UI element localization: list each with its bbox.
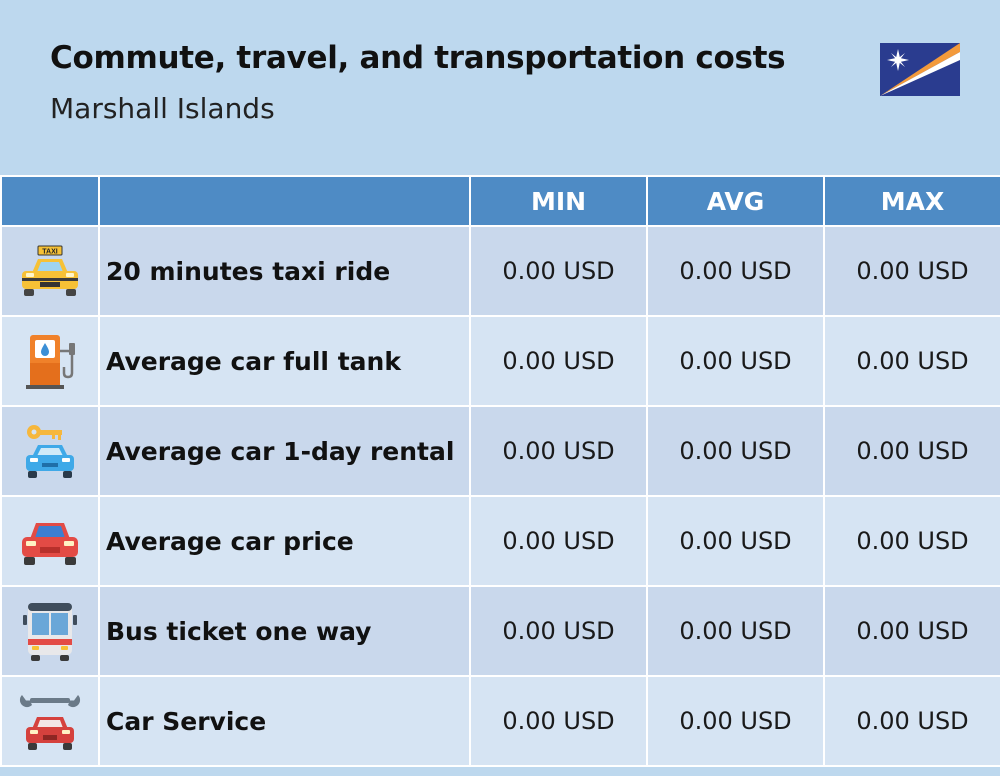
table-row: Average car full tank 0.00 USD 0.00 USD … — [0, 315, 1000, 407]
max-value: 0.00 USD — [823, 225, 1000, 317]
page-title: Commute, travel, and transportation cost… — [50, 40, 786, 76]
table-row: Average car price 0.00 USD 0.00 USD 0.00… — [0, 495, 1000, 587]
avg-value: 0.00 USD — [646, 405, 825, 497]
avg-value: 0.00 USD — [646, 585, 825, 677]
column-header-avg: AVG — [646, 175, 825, 227]
avg-value: 0.00 USD — [646, 225, 825, 317]
max-value: 0.00 USD — [823, 495, 1000, 587]
min-value: 0.00 USD — [469, 495, 648, 587]
table-row: TAXI 20 minutes taxi ride 0.00 USD 0.00 … — [0, 225, 1000, 317]
taxi-icon: TAXI — [22, 245, 78, 296]
row-label: Car Service — [98, 675, 471, 767]
car-service-wrench-icon — [19, 695, 81, 750]
max-value: 0.00 USD — [823, 315, 1000, 407]
avg-value: 0.00 USD — [646, 315, 825, 407]
car-rental-key-icon — [26, 425, 74, 478]
marshall-islands-flag-icon — [880, 43, 960, 96]
page-subtitle: Marshall Islands — [50, 92, 275, 125]
min-value: 0.00 USD — [469, 585, 648, 677]
avg-value: 0.00 USD — [646, 495, 825, 587]
min-value: 0.00 USD — [469, 225, 648, 317]
max-value: 0.00 USD — [823, 585, 1000, 677]
table-row: Average car 1-day rental 0.00 USD 0.00 U… — [0, 405, 1000, 497]
table-row: Car Service 0.00 USD 0.00 USD 0.00 USD — [0, 675, 1000, 767]
costs-table: MIN AVG MAX TAXI — [0, 175, 1000, 767]
fuel-pump-icon — [26, 335, 75, 389]
row-label: Average car 1-day rental — [98, 405, 471, 497]
column-header-icon — [0, 175, 100, 227]
taxi-sign-text: TAXI — [42, 249, 57, 256]
row-label: Average car full tank — [98, 315, 471, 407]
car-icon — [22, 523, 78, 565]
max-value: 0.00 USD — [823, 405, 1000, 497]
row-label: Average car price — [98, 495, 471, 587]
min-value: 0.00 USD — [469, 315, 648, 407]
min-value: 0.00 USD — [469, 675, 648, 767]
max-value: 0.00 USD — [823, 675, 1000, 767]
column-header-label — [98, 175, 471, 227]
table-row: Bus ticket one way 0.00 USD 0.00 USD 0.0… — [0, 585, 1000, 677]
row-label: Bus ticket one way — [98, 585, 471, 677]
column-header-min: MIN — [469, 175, 648, 227]
table-header-row: MIN AVG MAX — [0, 175, 1000, 227]
min-value: 0.00 USD — [469, 405, 648, 497]
page-header: Commute, travel, and transportation cost… — [0, 0, 1000, 175]
bus-icon — [23, 603, 77, 661]
row-label: 20 minutes taxi ride — [98, 225, 471, 317]
column-header-max: MAX — [823, 175, 1000, 227]
avg-value: 0.00 USD — [646, 675, 825, 767]
